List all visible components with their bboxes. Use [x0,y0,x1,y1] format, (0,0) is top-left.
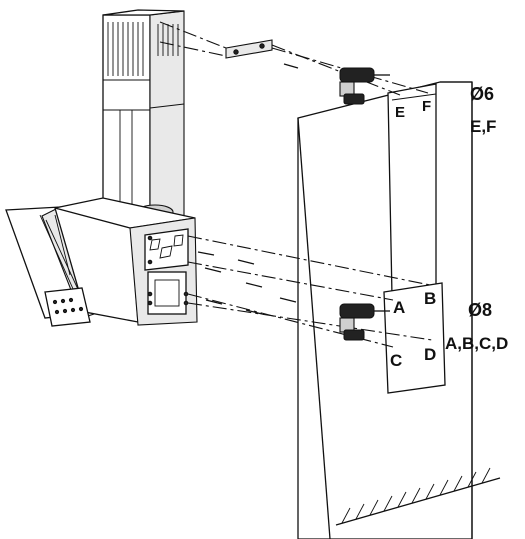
lower-template [383,282,446,394]
lower-points-label: A,B,C,D [445,334,508,353]
lower-diameter-label: Ø8 [468,300,492,320]
control-panel [44,287,91,327]
chimney-vent-slots [107,22,179,76]
hood-body [5,197,198,327]
point-d-label: D [424,345,436,364]
power-drill-icon-top [339,67,390,105]
point-c-label: C [390,351,402,370]
power-drill-icon-bottom [339,303,390,341]
point-f-label: F [422,98,431,115]
point-a-label: A [393,298,405,317]
upper-diameter-label: Ø6 [470,84,494,104]
upper-points-label: E,F [470,117,496,136]
point-e-label: E [395,104,405,121]
screws [197,63,299,315]
top-wall-bracket [225,39,273,59]
point-b-label: B [424,289,436,308]
floor-hatch [335,467,501,526]
chimney [102,9,185,226]
